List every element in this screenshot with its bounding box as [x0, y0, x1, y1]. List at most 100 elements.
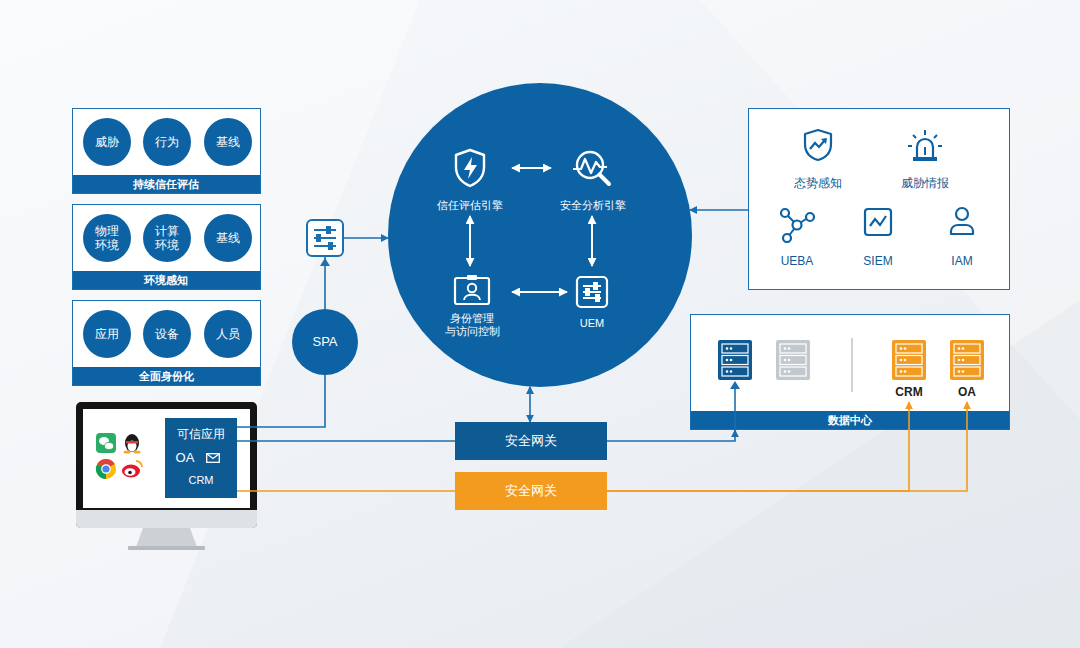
connector	[529, 387, 531, 422]
text-holder: 设备	[155, 327, 179, 341]
server-icon	[726, 359, 729, 362]
alarm-icon	[908, 129, 942, 163]
server-node: CRM	[885, 336, 933, 402]
server-icon	[958, 359, 961, 362]
text-holder: 全面身份化	[139, 370, 194, 383]
server-icon	[900, 347, 903, 350]
uem-icon	[575, 275, 609, 309]
server-icon	[896, 356, 922, 365]
server-icon	[726, 347, 729, 350]
divider-line	[852, 338, 853, 392]
situation-icon	[821, 138, 827, 144]
server-icon	[722, 367, 748, 376]
server-icon	[722, 356, 748, 365]
text-holder: OA	[958, 385, 976, 399]
panel-heading: 持续信任评估	[133, 178, 199, 191]
text-holder: 人员	[216, 327, 240, 341]
uem-icon	[577, 277, 607, 307]
id-icon	[468, 284, 476, 292]
circle-shape	[204, 310, 252, 358]
background-shapes	[560, 300, 1080, 648]
text-holder: 安全网关	[505, 433, 557, 449]
server-icon	[962, 347, 965, 350]
server-icon-idle	[784, 370, 787, 373]
text-holder: 计算 环境	[153, 224, 181, 253]
text-holder: 可信应用	[177, 427, 225, 441]
network-icon	[779, 207, 815, 243]
monitor	[136, 528, 197, 547]
factor-circle: 应用	[83, 310, 131, 358]
text-holder: 环境感知	[144, 274, 188, 287]
server-feed	[734, 387, 736, 429]
circle-shape	[388, 83, 692, 387]
server-icon	[892, 340, 926, 380]
engine-label: UEM	[580, 317, 604, 330]
engine-node: 信任评估引擎	[428, 140, 512, 216]
server-icon	[722, 344, 748, 353]
circle-shape	[388, 83, 692, 387]
engine-label: 安全分析引擎	[560, 199, 626, 212]
engine-label: 信任评估引擎	[437, 199, 503, 212]
connector	[607, 402, 967, 491]
server-icon	[958, 347, 961, 350]
group-panel: 环境感知物理 环境计算 环境 基线	[72, 204, 261, 290]
text-holder: 行为	[155, 135, 179, 149]
analysis-icon	[573, 159, 607, 173]
id-icon	[464, 295, 480, 300]
shield-icon	[456, 150, 484, 186]
server-icon-idle	[780, 356, 806, 365]
text-holder: UEM	[580, 317, 604, 330]
factor-circle: 物理 环境	[83, 214, 131, 262]
situation-icon	[802, 128, 834, 162]
source-label: 态势感知	[794, 176, 842, 190]
server-icon	[892, 340, 926, 380]
uem-icon	[583, 285, 601, 287]
app-icons	[125, 434, 139, 452]
app-icons	[101, 464, 111, 474]
factor-label: 应用	[95, 327, 119, 341]
server-icon	[950, 340, 984, 380]
factor-label: 人员	[216, 327, 240, 341]
server-icon	[718, 340, 752, 380]
policy-icon	[320, 258, 330, 266]
alarm-icon	[913, 135, 916, 138]
text-holder: SIEM	[863, 254, 892, 268]
server-icon	[896, 344, 922, 353]
server-feed	[730, 381, 740, 389]
circle-shape	[292, 309, 358, 375]
alarm-icon	[908, 145, 912, 147]
gateway-label: 安全网关	[505, 483, 557, 499]
analysis-icon	[572, 148, 614, 188]
factor-circle: 人员	[204, 310, 252, 358]
person-icon	[951, 225, 973, 234]
circle-shape	[83, 118, 131, 166]
text-holder: 身份管理 与访问控制	[441, 312, 503, 338]
connector	[325, 238, 388, 309]
factor-circle: 设备	[143, 310, 191, 358]
policy-icon	[328, 242, 333, 250]
text-holder: IAM	[951, 254, 972, 268]
shield-icon	[464, 157, 477, 179]
text-holder: 信任评估引擎	[437, 199, 503, 212]
server-icon	[954, 356, 980, 365]
monitor	[76, 402, 257, 550]
network-icon	[793, 221, 802, 230]
alarm-icon	[924, 130, 926, 135]
text-holder: CRM	[895, 385, 922, 399]
connector	[607, 402, 909, 491]
source-panel: 态势感知威胁情报UEBASIEMIAM	[748, 108, 1010, 290]
factor-circle: 行为	[143, 118, 191, 166]
server-icon	[718, 340, 752, 380]
server-icon	[730, 347, 733, 350]
server-icon-idle	[788, 347, 791, 350]
text-holder: 基线	[216, 231, 240, 245]
network-icon	[779, 207, 815, 243]
text-holder: CRM	[188, 474, 213, 487]
server-icon-idle	[780, 344, 806, 353]
app-icons	[96, 433, 142, 479]
situation-icon	[805, 130, 831, 160]
text-holder: 数据中心	[828, 414, 872, 427]
